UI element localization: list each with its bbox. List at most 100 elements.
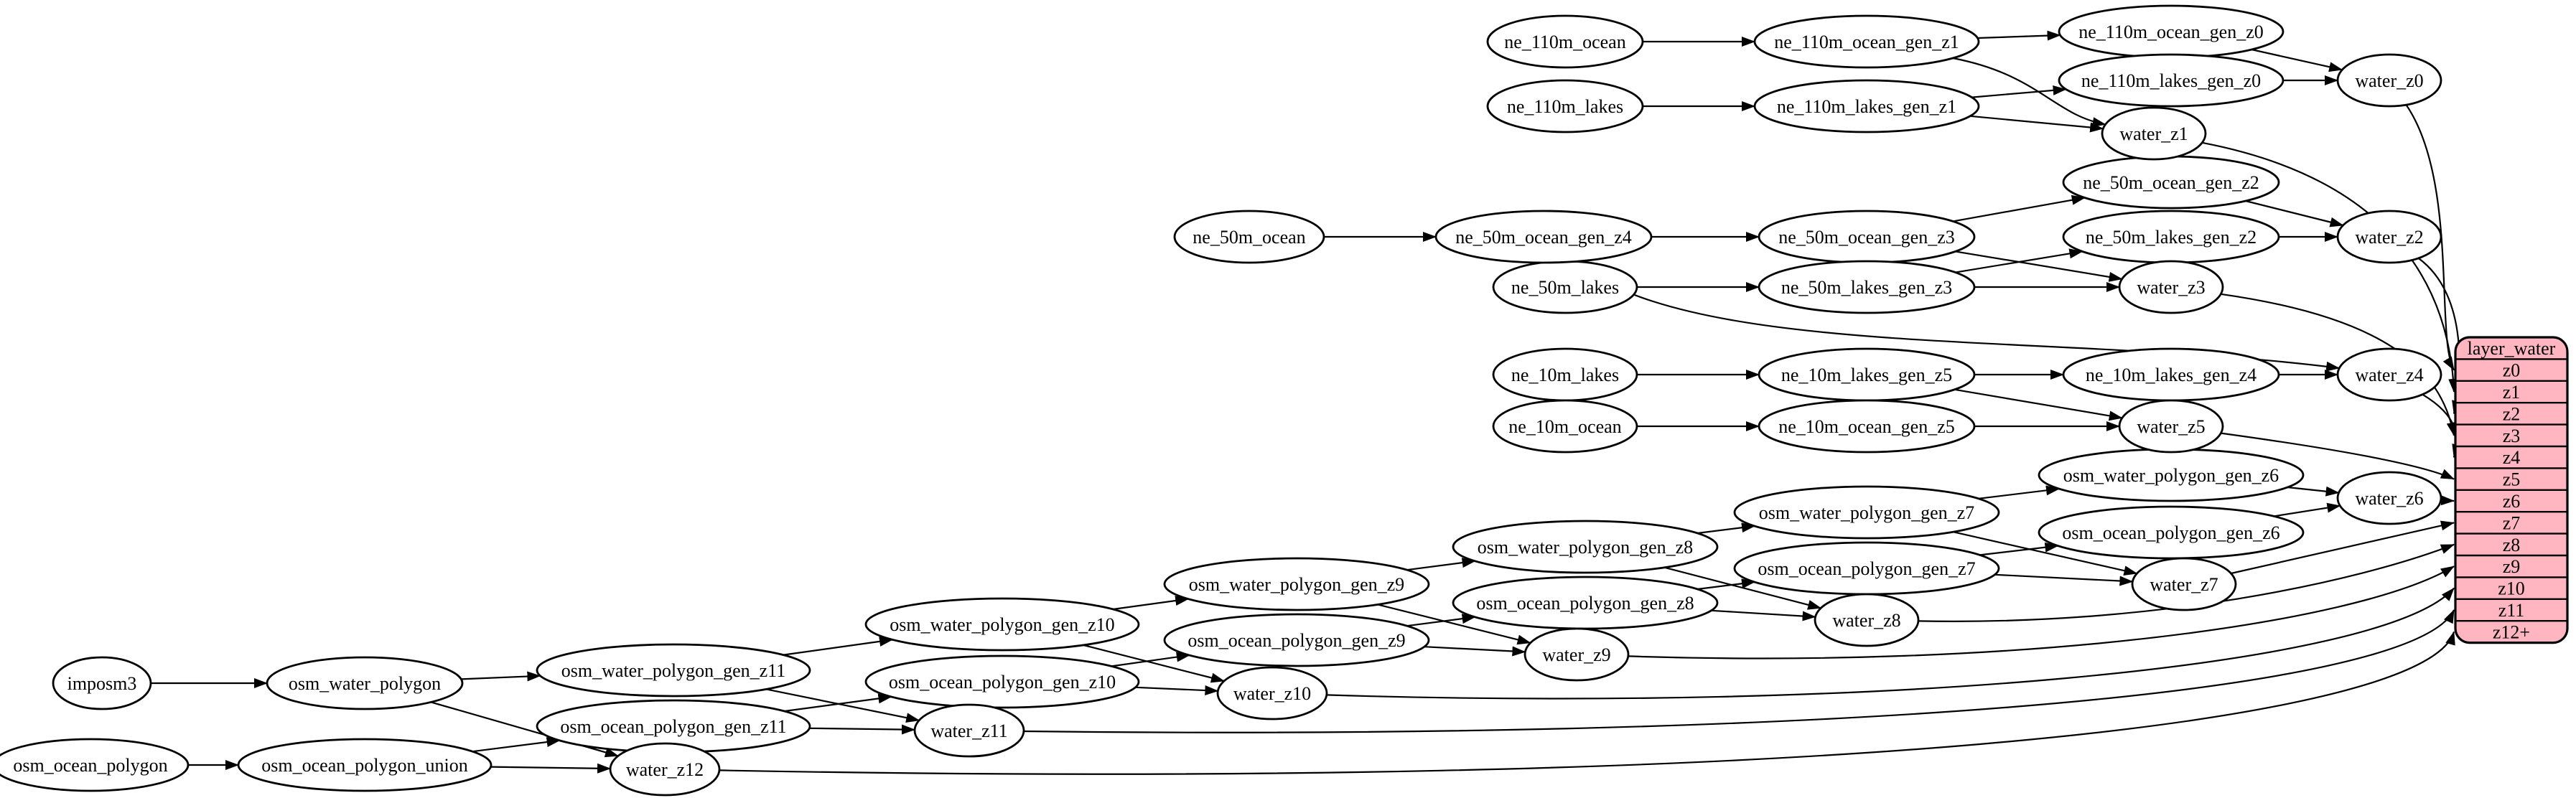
node-water_z9: water_z9 — [1523, 627, 1630, 682]
table-row-z11: z11 — [2498, 600, 2525, 621]
node-shape-osm_water_polygon_gen_z11 — [536, 643, 811, 698]
node-label-osm_water_polygon_gen_z8: osm_water_polygon_gen_z8 — [1478, 537, 1693, 558]
node-label-imposm3: imposm3 — [67, 673, 137, 694]
node-label-water_z6: water_z6 — [2355, 488, 2423, 509]
edge-osm_ocean_polygon_gen_z10--water_z10 — [1135, 685, 1219, 696]
edge-ne_110m_ocean_gen_z1--ne_110m_ocean_gen_z0 — [1977, 30, 2061, 41]
node-osm_water_polygon_gen_z10: osm_water_polygon_gen_z10 — [864, 597, 1140, 652]
node-label-water_z1: water_z1 — [2119, 123, 2188, 144]
node-water_z11: water_z11 — [913, 703, 1025, 758]
node-label-water_z5: water_z5 — [2137, 416, 2205, 437]
node-label-water_z0: water_z0 — [2355, 70, 2423, 91]
node-label-water_z9: water_z9 — [1542, 644, 1610, 665]
node-shape-osm_water_polygon — [266, 656, 464, 710]
node-label-ne_50m_lakes_gen_z2: ne_50m_lakes_gen_z2 — [2086, 227, 2257, 248]
node-ne_110m_ocean_gen_z1: ne_110m_ocean_gen_z1 — [1753, 14, 1980, 69]
edge-water_z10--layer_water-z10 — [1326, 587, 2455, 700]
node-water_z1: water_z1 — [2101, 106, 2207, 161]
edges — [151, 30, 2462, 775]
edge-osm_ocean_polygon_gen_z9--osm_ocean_polygon_gen_z8 — [1406, 614, 1476, 627]
edge-osm_ocean_polygon_gen_z8--water_z8 — [1711, 609, 1816, 621]
node-label-ne_50m_ocean: ne_50m_ocean — [1193, 227, 1305, 248]
node-shape-water_z11 — [913, 703, 1025, 758]
node-ne_50m_ocean_gen_z4: ne_50m_ocean_gen_z4 — [1434, 210, 1653, 264]
node-label-water_z10: water_z10 — [1233, 683, 1311, 704]
node-osm_ocean_polygon_gen_z9: osm_ocean_polygon_gen_z9 — [1163, 613, 1430, 667]
node-label-osm_water_polygon_gen_z7: osm_water_polygon_gen_z7 — [1759, 502, 1974, 523]
node-osm_ocean_polygon_union: osm_ocean_polygon_union — [237, 738, 493, 792]
edge-water_z0--layer_water-z0 — [2405, 104, 2455, 371]
node-label-ne_50m_ocean_gen_z4: ne_50m_ocean_gen_z4 — [1455, 227, 1631, 248]
node-osm_water_polygon_gen_z6: osm_water_polygon_gen_z6 — [2038, 448, 2305, 502]
node-shape-water_z10 — [1216, 666, 1328, 720]
node-shape-osm_water_polygon_gen_z9 — [1163, 557, 1430, 611]
table-row-z1: z1 — [2503, 382, 2521, 403]
node-label-osm_ocean_polygon_gen_z10: osm_ocean_polygon_gen_z10 — [889, 672, 1116, 693]
table-row-z4: z4 — [2503, 447, 2521, 468]
node-shape-osm_water_polygon_gen_z8 — [1452, 520, 1719, 574]
node-shape-water_z5 — [2118, 399, 2224, 454]
node-label-ne_50m_ocean_gen_z3: ne_50m_ocean_gen_z3 — [1778, 227, 1954, 248]
node-water_z2: water_z2 — [2336, 210, 2442, 264]
node-label-osm_water_polygon_gen_z9: osm_water_polygon_gen_z9 — [1189, 574, 1404, 595]
table-row-z5: z5 — [2503, 469, 2521, 490]
node-shape-water_z9 — [1523, 627, 1630, 682]
edge-water_z8--layer_water-z8 — [1918, 543, 2455, 622]
table-row-z8: z8 — [2503, 535, 2521, 555]
node-label-ne_10m_ocean_gen_z5: ne_10m_ocean_gen_z5 — [1778, 416, 1954, 437]
edge-osm_water_polygon_gen_z9--osm_water_polygon_gen_z8 — [1406, 558, 1476, 571]
node-label-ne_50m_lakes: ne_50m_lakes — [1511, 277, 1619, 298]
node-label-ne_10m_lakes_gen_z4: ne_10m_lakes_gen_z4 — [2086, 365, 2257, 385]
node-label-osm_water_polygon: osm_water_polygon — [289, 673, 441, 694]
node-ne_10m_ocean: ne_10m_ocean — [1492, 399, 1638, 454]
edge-osm_water_polygon_gen_z7--osm_water_polygon_gen_z6 — [1978, 485, 2060, 499]
node-label-osm_ocean_polygon_gen_z9: osm_ocean_polygon_gen_z9 — [1187, 630, 1405, 651]
node-label-water_z2: water_z2 — [2355, 227, 2423, 248]
node-shape-ne_10m_ocean_gen_z5 — [1758, 399, 1976, 454]
node-water_z8: water_z8 — [1814, 593, 1920, 647]
edge-water_z11--layer_water-z11 — [1023, 609, 2455, 733]
node-label-osm_ocean_polygon_gen_z8: osm_ocean_polygon_gen_z8 — [1476, 593, 1694, 614]
node-label-ne_110m_ocean_gen_z1: ne_110m_ocean_gen_z1 — [1774, 32, 1959, 52]
node-label-ne_110m_lakes_gen_z0: ne_110m_lakes_gen_z0 — [2081, 70, 2261, 91]
node-osm_ocean_polygon_gen_z10: osm_ocean_polygon_gen_z10 — [864, 654, 1140, 709]
node-ne_110m_ocean_gen_z0: ne_110m_ocean_gen_z0 — [2058, 4, 2285, 59]
edge-ne_50m_ocean_gen_z3--water_z3 — [1955, 250, 2123, 282]
node-shape-osm_water_polygon_gen_z10 — [864, 597, 1140, 652]
table-row-z7: z7 — [2503, 512, 2521, 533]
node-ne_50m_ocean_gen_z2: ne_50m_ocean_gen_z2 — [2062, 155, 2280, 210]
node-label-ne_50m_lakes_gen_z3: ne_50m_lakes_gen_z3 — [1781, 277, 1952, 298]
edge-osm_ocean_polygon_gen_z10--osm_ocean_polygon_gen_z9 — [1111, 652, 1190, 667]
node-water_z0: water_z0 — [2336, 53, 2442, 108]
edge-osm_ocean_polygon_gen_z11--osm_ocean_polygon_gen_z10 — [784, 693, 892, 713]
node-ne_110m_lakes_gen_z1: ne_110m_lakes_gen_z1 — [1753, 79, 1980, 133]
node-label-osm_water_polygon_gen_z11: osm_water_polygon_gen_z11 — [561, 660, 785, 681]
node-label-osm_ocean_polygon_gen_z6: osm_ocean_polygon_gen_z6 — [2062, 522, 2279, 543]
node-label-osm_water_polygon_gen_z6: osm_water_polygon_gen_z6 — [2063, 465, 2279, 486]
node-osm_ocean_polygon_gen_z6: osm_ocean_polygon_gen_z6 — [2038, 505, 2305, 560]
node-water_z4: water_z4 — [2336, 347, 2442, 402]
edge-osm_water_polygon_gen_z9--water_z9 — [1377, 604, 1531, 645]
node-shape-water_z1 — [2101, 106, 2207, 161]
edge-osm_ocean_polygon_gen_z8--osm_ocean_polygon_gen_z7 — [1697, 578, 1755, 591]
node-ne_50m_lakes_gen_z3: ne_50m_lakes_gen_z3 — [1758, 260, 1976, 314]
node-shape-ne_110m_ocean_gen_z1 — [1753, 14, 1980, 69]
node-water_z6: water_z6 — [2336, 471, 2442, 525]
node-label-ne_110m_lakes_gen_z1: ne_110m_lakes_gen_z1 — [1777, 96, 1956, 117]
edge-osm_ocean_polygon_gen_z6--water_z6 — [2274, 502, 2341, 517]
edge-osm_water_polygon_gen_z10--osm_water_polygon_gen_z9 — [1113, 596, 1190, 611]
node-water_z7: water_z7 — [2131, 557, 2237, 611]
edge-ne_110m_ocean_gen_z1--water_z1 — [1952, 57, 2106, 128]
edge-ne_50m_ocean_gen_z3--ne_50m_ocean_gen_z2 — [1953, 194, 2086, 222]
edge-osm_ocean_polygon_union--osm_ocean_polygon_gen_z11 — [472, 737, 561, 753]
node-shape-ne_50m_lakes_gen_z3 — [1758, 260, 1976, 314]
edge-ne_110m_lakes_gen_z1--water_z1 — [1970, 115, 2104, 133]
edge-osm_water_polygon_gen_z11--water_z11 — [766, 688, 920, 723]
node-label-water_z11: water_z11 — [930, 720, 1007, 741]
edge-ne_110m_ocean_gen_z0--water_z0 — [2251, 48, 2343, 72]
node-label-osm_water_polygon_gen_z10: osm_water_polygon_gen_z10 — [890, 614, 1114, 635]
node-shape-water_z2 — [2336, 210, 2442, 264]
node-shape-water_z4 — [2336, 347, 2442, 402]
node-ne_10m_lakes_gen_z5: ne_10m_lakes_gen_z5 — [1758, 347, 1976, 402]
